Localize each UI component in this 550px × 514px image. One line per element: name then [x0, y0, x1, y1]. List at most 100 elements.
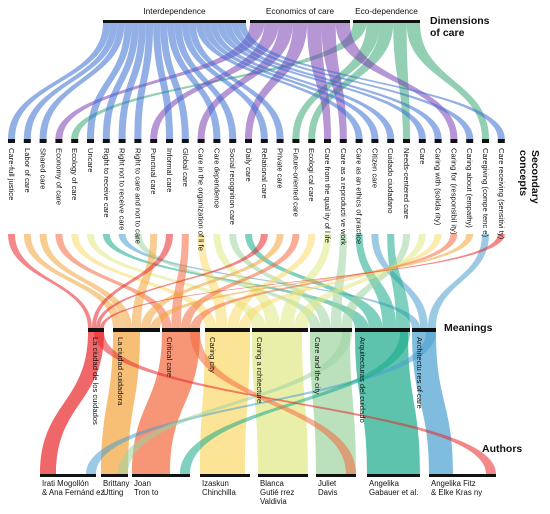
meaning-label: Architectu res of care — [415, 337, 424, 409]
concept-meaning-flow — [280, 234, 331, 328]
meaning-to-author-flows — [40, 332, 496, 474]
meaning-label: Arquitecturas del cuidado — [358, 337, 367, 423]
secondary-concept-bar — [403, 139, 410, 143]
concept-meaning-flow — [294, 234, 426, 328]
author-label: Irati Mogollón& Ana Fernánd ez — [42, 479, 105, 497]
meaning-author-flow — [40, 332, 104, 474]
dimension-flow — [203, 23, 379, 139]
secondary-concept-bar — [418, 139, 426, 143]
secondary-to-meaning-flows — [8, 234, 505, 328]
dimension-flow — [153, 23, 173, 139]
meaning-label: Caring city — [208, 337, 217, 373]
dimension-label: Interdependence — [143, 6, 206, 16]
concept-meaning-flow — [23, 234, 123, 328]
dimension-flow — [118, 23, 146, 139]
level-label-meanings: Meanings — [444, 322, 493, 334]
dimension-bar — [103, 20, 246, 23]
dimension-flow — [195, 23, 363, 139]
dimension-to-secondary-flows — [8, 23, 505, 139]
meaning-author-flow — [190, 332, 356, 474]
secondary-concept-label: Caregiving (compe tenc e) — [481, 148, 490, 238]
meaning-author-flow — [86, 332, 436, 474]
concept-meaning-flow — [131, 234, 158, 328]
author-bar — [316, 474, 356, 477]
dimension-flow — [8, 23, 111, 139]
author-bar — [40, 474, 96, 477]
meaning-bar — [252, 328, 308, 332]
secondary-concept-bar — [387, 139, 395, 143]
secondary-concept-label: Care in the organization of li fe — [197, 148, 206, 251]
concept-meaning-flow — [190, 234, 458, 328]
author-bar — [132, 474, 190, 477]
secondary-concept-bar — [324, 139, 331, 143]
concept-meaning-flow — [428, 234, 489, 328]
meaning-bar — [113, 328, 160, 332]
secondary-concept-bar — [355, 139, 363, 143]
secondary-concept-bar — [23, 139, 31, 143]
secondary-concept-bar — [8, 139, 15, 143]
secondary-concept-label: Caring with (solida rity) — [434, 148, 443, 226]
author-bar — [429, 474, 496, 477]
concept-meaning-flow — [100, 234, 505, 328]
node-bars — [8, 20, 505, 477]
secondary-concept-bar — [213, 139, 221, 143]
meaning-bar — [355, 328, 410, 332]
secondary-concept-label: Care from the qual ity of l ife — [323, 148, 332, 243]
meaning-author-flow — [252, 332, 308, 474]
secondary-concept-bar — [71, 139, 79, 143]
secondary-concept-label: Ecologi cal care — [307, 148, 316, 202]
secondary-concept-label: Cuidado ciudadano — [386, 148, 395, 213]
dimension-bar — [353, 20, 420, 23]
secondary-concept-label: Global care — [181, 148, 190, 187]
secondary-concept-bar — [229, 139, 237, 143]
secondary-concept-label: Labor of care — [23, 148, 32, 193]
dimension-flow — [174, 23, 237, 139]
concept-meaning-flow — [141, 234, 284, 328]
dimension-flow — [238, 23, 505, 139]
author-bar — [200, 474, 250, 477]
author-bar — [258, 474, 308, 477]
concept-meaning-flow — [87, 234, 266, 328]
secondary-concept-bar — [371, 139, 379, 143]
secondary-concept-bar — [450, 139, 458, 143]
concept-meaning-flow — [150, 234, 474, 328]
author-bar — [101, 474, 128, 477]
secondary-concept-bar — [482, 139, 489, 143]
secondary-concept-bar — [260, 139, 268, 143]
author-label: Angelika Fitz& Elke Kras ny — [431, 479, 482, 497]
secondary-concept-bar — [87, 139, 94, 143]
secondary-concept-label: Right to receive care — [102, 148, 111, 218]
secondary-concept-label: Care as a reproducti ve work — [339, 148, 348, 245]
concept-meaning-flow — [102, 234, 369, 328]
concept-meaning-flow — [8, 234, 92, 328]
dimension-flow — [231, 23, 474, 139]
meaning-bar — [162, 328, 200, 332]
concept-meaning-flow — [39, 234, 132, 328]
secondary-concept-bar — [245, 139, 252, 143]
secondary-concept-label: Social recognition care — [228, 148, 237, 225]
dimension-flow — [102, 23, 139, 139]
secondary-concept-bar — [150, 139, 158, 143]
secondary-concept-bar — [134, 139, 142, 143]
concept-meaning-flow — [229, 234, 331, 328]
dimension-flow — [406, 23, 489, 139]
secondary-concept-bar — [39, 139, 47, 143]
secondary-concept-bar — [292, 139, 300, 143]
meaning-bar — [205, 328, 250, 332]
meaning-label: Critical care — [165, 337, 174, 377]
dimension-flow — [87, 23, 132, 139]
secondary-concept-label: Right not to receive care — [118, 148, 127, 230]
dimension-flow — [210, 23, 395, 139]
concept-meaning-flow — [92, 234, 173, 328]
secondary-concept-bar — [181, 139, 189, 143]
concept-meaning-flow — [181, 234, 300, 328]
dimension-flow — [188, 23, 284, 139]
meaning-label: La ciudad cuidadora — [116, 337, 125, 406]
concept-meaning-flow — [387, 234, 410, 328]
secondary-concept-label: Uncare — [86, 148, 95, 172]
